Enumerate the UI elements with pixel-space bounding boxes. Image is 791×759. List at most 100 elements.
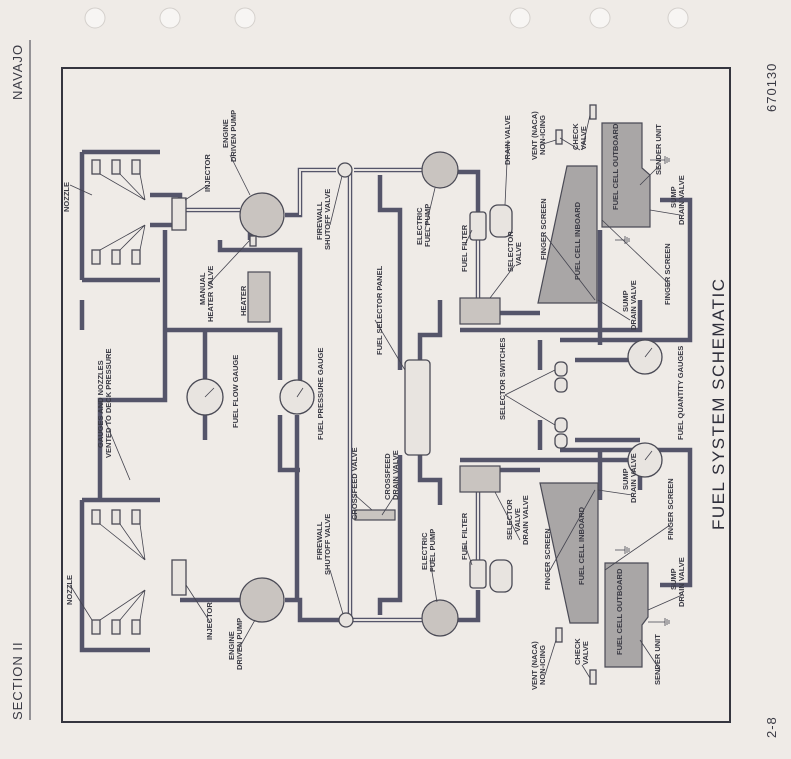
label-selector-valve-bottom-1: SELECTOR (505, 499, 514, 540)
firewall-shutoff-valve-bottom (338, 612, 354, 628)
electric-fuel-pump-bottom (421, 599, 459, 637)
engine-driven-pump-bottom (239, 577, 285, 623)
label-fuel-flow-gauge: FUEL FLOW GAUGE (231, 355, 240, 428)
label-fuel-cell-outboard-bottom: FUEL CELL OUTBOARD (615, 568, 624, 655)
label-sump-drain-inboard-top-1: SUMP (621, 290, 630, 312)
label-check-valve-top-1: CHECK (571, 123, 580, 150)
label-firewall-valve-bottom-2: SHUTOFF VALVE (323, 514, 332, 575)
drain-valve-top (489, 204, 513, 238)
label-finger-screen-3: FINGER SCREEN (543, 528, 552, 590)
label-firewall-valve-top-1: FIREWALL (315, 201, 324, 240)
label-fuel-cell-outboard-top: FUEL CELL OUTBOARD (611, 123, 620, 210)
label-crossfeed-drain-2: DRAIN VALVE (391, 450, 400, 500)
label-drain-valve-top: DRAIN VALVE (503, 115, 512, 165)
label-fuel-cell-inboard-bottom: FUEL CELL INBOARD (577, 506, 586, 585)
fuel-selector-panel (404, 359, 431, 456)
section-label: SECTION II (10, 641, 25, 720)
gauge-needles (204, 347, 653, 461)
nozzle-cluster-bottom (91, 509, 146, 635)
label-selector-valve-bottom-2: VALVE (513, 508, 522, 532)
label-nozzle-top: NOZZLE (62, 182, 71, 212)
component-labels: NOZZLE INJECTOR ENGINE DRIVEN PUMP MANUA… (62, 110, 686, 690)
engine-driven-pump-top (239, 192, 285, 238)
vent-bottom (555, 627, 563, 643)
label-sump-drain-inboard-top-2: DRAIN VALVE (629, 280, 638, 330)
label-finger-screen-2: FINGER SCREEN (663, 243, 672, 305)
drain-valve-bottom (489, 559, 513, 593)
page-number: 2-8 (764, 716, 779, 738)
label-gauges-vented-1: GAUGES AND NOZZLES (96, 360, 105, 448)
label-vent-bottom-2: NON-ICING (538, 645, 547, 685)
label-sump-drain-outboard-top-1: SUMP (669, 186, 678, 208)
heater (247, 271, 271, 323)
injector-bottom (171, 559, 187, 596)
check-valve-top (589, 104, 597, 120)
label-nozzle-bottom: NOZZLE (65, 575, 74, 605)
label-check-valve-bottom-1: CHECK (573, 638, 582, 665)
label-fuel-cell-inboard-top: FUEL CELL INBOARD (573, 201, 582, 280)
label-vent-top-1: VENT (NACA) (530, 111, 539, 160)
label-selector-valve-bottom-3: DRAIN VALVE (521, 495, 530, 545)
aircraft-name: NAVAJO (10, 44, 25, 100)
label-fuel-filter-top: FUEL FILTER (460, 224, 469, 272)
fuel-filter-top (469, 211, 487, 241)
label-check-valve-top-2: VALVE (579, 126, 588, 150)
label-injector-bottom: INJECTOR (205, 602, 214, 640)
diagram-frame (61, 67, 731, 723)
label-sump-drain-outboard-top-2: DRAIN VALVE (677, 175, 686, 225)
fuel-cell-outboard-top (601, 122, 651, 228)
label-electric-pump-bottom-2: FUEL PUMP (428, 529, 437, 572)
ground-icons (615, 156, 670, 626)
label-selector-switches: SELECTOR SWITCHES (498, 338, 507, 420)
label-electric-pump-top-2: FUEL PUMP (423, 204, 432, 247)
check-valve-bottom (589, 669, 597, 685)
label-selector-valve-top-1: SELECTOR (506, 231, 515, 272)
label-vent-bottom-1: VENT (NACA) (530, 641, 539, 690)
label-sump-drain-outboard-bottom-2: DRAIN VALVE (677, 557, 686, 607)
label-finger-screen-4: FINGER SCREEN (666, 478, 675, 540)
document-number: 670130 (764, 63, 779, 112)
label-sump-drain-inboard-bottom-2: DRAIN VALVE (629, 453, 638, 503)
label-firewall-valve-bottom-1: FIREWALL (315, 521, 324, 560)
label-check-valve-bottom-2: VALVE (581, 641, 590, 665)
label-fuel-selector-panel: FUEL SELECTOR PANEL (375, 265, 384, 355)
label-engine-pump-top-1: ENGINE (221, 119, 230, 148)
label-vent-top-2: NON-ICING (538, 115, 547, 155)
selector-switches (554, 361, 568, 449)
label-fuel-pressure-gauge: FUEL PRESSURE GAUGE (316, 348, 325, 440)
nozzle-cluster-top (91, 159, 146, 265)
selector-valve-top (459, 297, 501, 325)
label-crossfeed-valve: CROSSFEED VALVE (350, 447, 359, 520)
selector-valve-bottom (459, 465, 501, 493)
label-sender-unit-top: SENDER UNIT (654, 124, 663, 175)
label-injector-top: INJECTOR (203, 154, 212, 192)
diagram-title: FUEL SYSTEM SCHEMATIC (709, 277, 728, 530)
label-fuel-filter-bottom: FUEL FILTER (460, 512, 469, 560)
label-gauges-vented-2: VENTED TO DECK PRESSURE (104, 349, 113, 458)
label-manual-heater-valve-1: MANUAL (198, 272, 207, 305)
label-electric-pump-top-1: ELECTRIC (415, 207, 424, 245)
fuel-cell-inboard-bottom (539, 482, 599, 624)
label-heater: HEATER (239, 285, 248, 316)
label-engine-pump-bottom-1: ENGINE (227, 631, 236, 660)
label-fuel-quantity-gauges: FUEL QUANTITY GAUGES (676, 346, 685, 440)
fuel-filter-bottom (469, 559, 487, 589)
label-crossfeed-drain-1: CROSSFEED (383, 453, 392, 500)
fuel-cell-inboard-top (537, 165, 598, 304)
label-manual-heater-valve-2: HEATER VALVE (206, 266, 215, 322)
label-sender-unit-bottom: SENDER UNIT (653, 634, 662, 685)
manual-heater-valve (249, 235, 257, 247)
label-engine-pump-top-2: DRIVEN PUMP (229, 110, 238, 162)
fuel-cell-outboard-bottom (604, 562, 649, 668)
label-finger-screen-1: FINGER SCREEN (539, 198, 548, 260)
label-engine-pump-bottom-2: DRIVEN PUMP (235, 618, 244, 670)
vent-top (555, 129, 563, 145)
injector-top (171, 197, 187, 231)
binder-holes (84, 7, 689, 29)
label-sump-drain-inboard-bottom-1: SUMP (621, 468, 630, 490)
label-sump-drain-outboard-bottom-1: SUMP (669, 568, 678, 590)
firewall-shutoff-valve-top (337, 162, 353, 178)
label-selector-valve-top-2: VALVE (514, 242, 523, 266)
crossfeed-valve (354, 509, 396, 521)
